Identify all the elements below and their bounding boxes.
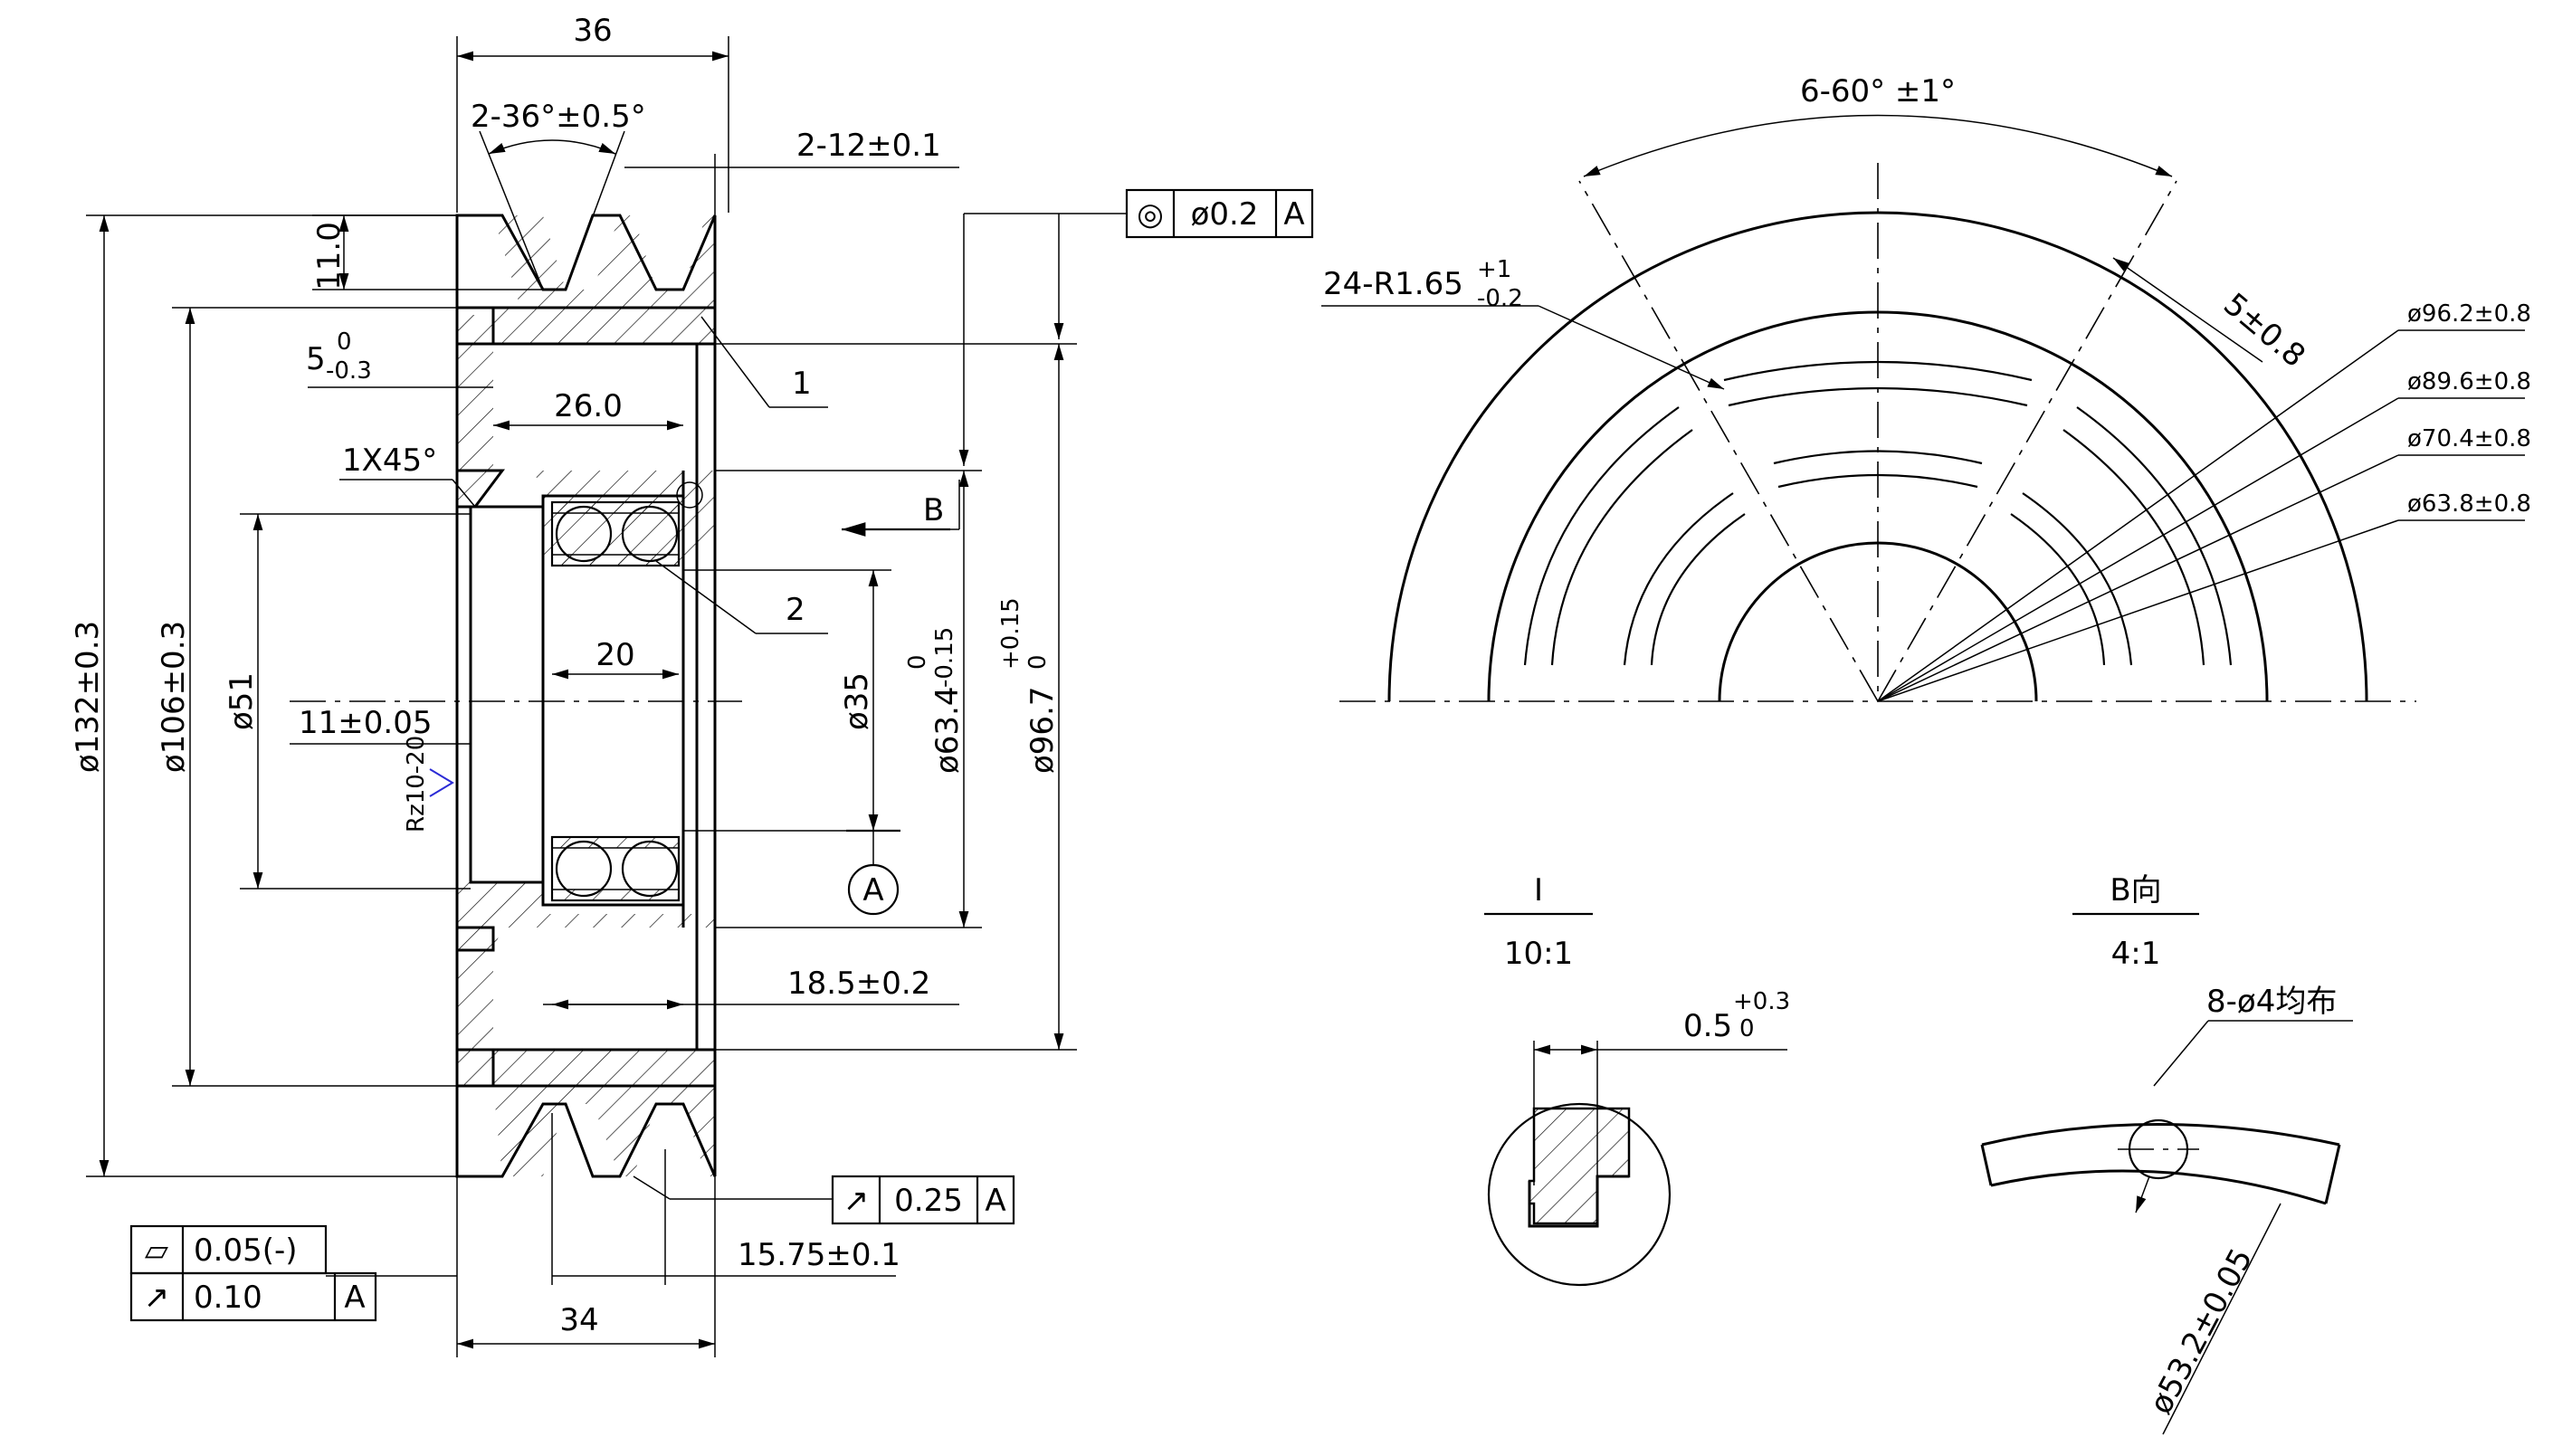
fcf-flatness-runout: ▱ 0.05(-) ↗ 0.10 A: [129, 1224, 377, 1322]
view-b-arc-inner: [1990, 1169, 2327, 1205]
view-b: B向 4:1 8-ø4均布 ø53.2±0.05: [1980, 872, 2353, 1435]
dim-recess-tol-low: -0.3: [326, 357, 372, 385]
dim-dia-51: ø51: [224, 672, 260, 730]
dim-dia-106: ø106±0.3: [156, 621, 192, 773]
dim-groove-width: 2-12±0.1: [796, 128, 941, 164]
svg-text:◎: ◎: [1137, 196, 1164, 233]
view-b-holes: 8-ø4均布: [2206, 984, 2337, 1020]
view-b-arc-outer: [1981, 1123, 2340, 1147]
dim-recess-tol-up: 0: [337, 328, 352, 356]
svg-text:0.25: 0.25: [894, 1183, 963, 1219]
detail-i-section: [1528, 1107, 1631, 1225]
dim-dia-96: ø96.7: [1024, 686, 1061, 774]
callout-2: 2: [786, 592, 805, 628]
callout-1: 1: [792, 366, 812, 402]
dim-slot-width: 5±0.8: [2216, 286, 2312, 375]
slot-outer-left: [1523, 406, 1680, 666]
dim-chamfer: 1X45°: [342, 443, 437, 479]
dim-dia-96-tol-up: +0.15: [997, 597, 1024, 670]
dim-radius-tol-up: +1: [1477, 256, 1511, 283]
dim-radius-tol-low: -0.2: [1477, 285, 1523, 312]
svg-text:▱: ▱: [145, 1232, 169, 1269]
dim-plate-89: ø89.6±0.8: [2407, 368, 2531, 395]
dim-dia-63-tol-low: -0.15: [931, 627, 958, 688]
dim-18: 18.5±0.2: [787, 966, 930, 1002]
svg-text:A: A: [985, 1183, 1005, 1219]
datum-a: [847, 863, 900, 916]
slot-inner-left: [1623, 492, 1734, 666]
svg-text:ø0.2: ø0.2: [1191, 196, 1259, 233]
slot-outer-right: [2076, 406, 2233, 666]
view-b-marker: B: [923, 492, 944, 528]
dim-groove-angle: 2-36°±0.5°: [471, 99, 646, 135]
dim-dia-96-tol-low: 0: [1024, 654, 1052, 670]
bearing-seat: [541, 494, 685, 907]
plate-ring-1: [1487, 310, 2269, 702]
fcf-runout: ↗ 0.25 A: [831, 1175, 1015, 1225]
svg-text:↗: ↗: [144, 1280, 170, 1316]
dim-dia-132: ø132±0.3: [70, 621, 106, 773]
svg-text:↗: ↗: [843, 1183, 870, 1219]
hatch-lower-left: [457, 950, 493, 1086]
dim-15: 15.75±0.1: [738, 1237, 900, 1273]
dim-plate-70: ø70.4±0.8: [2407, 425, 2531, 452]
slot-outer-top: [1723, 360, 2033, 382]
svg-text:A: A: [1283, 196, 1304, 233]
hatch-upper-rim: [493, 215, 715, 344]
detail-i-marker: [676, 481, 703, 509]
section-view: 36 2-36°±0.5° 2-12±0.1 11.0 5 0 -0.3 26.…: [70, 13, 1314, 1357]
detail-i-dim-tol-low: 0: [1739, 1015, 1755, 1042]
dim-bore-offset: 11±0.05: [299, 705, 432, 741]
dim-radius: 24-R1.65: [1323, 266, 1463, 302]
dim-angle: 6-60° ±1°: [1800, 73, 1956, 109]
plate-outer: [1387, 211, 2368, 702]
detail-i-dim-tol-up: +0.3: [1733, 988, 1790, 1015]
slot-inner-top: [1773, 450, 1983, 465]
view-b-label: B向: [2110, 872, 2161, 909]
dim-dia-35: ø35: [839, 672, 875, 730]
hatch-hub-lower: [457, 882, 715, 950]
plate-view: 6-60° ±1° 24-R1.65 +1 -0.2 5±0.8 ø96.2±0…: [1321, 73, 2531, 702]
detail-i-label: I: [1534, 872, 1543, 909]
detail-i-scale: 10:1: [1504, 936, 1573, 972]
dim-26: 26.0: [554, 388, 623, 424]
dim-plate-63: ø63.8±0.8: [2407, 490, 2531, 518]
detail-i-view: I 10:1 0.5 +0.3 0: [1484, 872, 1790, 1287]
dim-dia-63-tol-up: 0: [904, 654, 931, 670]
svg-text:0.05(-): 0.05(-): [194, 1232, 298, 1269]
svg-text:0.10: 0.10: [194, 1280, 262, 1316]
dim-dia-63: ø63.4: [929, 686, 966, 774]
view-b-dia: ø53.2±0.05: [2143, 1242, 2261, 1420]
bearing-upper: [550, 500, 681, 567]
detail-i-dim: 0.5: [1683, 1008, 1732, 1044]
dim-plate-96: ø96.2±0.8: [2407, 300, 2531, 328]
roughness-label: Rz10-20: [403, 736, 430, 833]
bore: [469, 505, 545, 884]
outer-contour: [455, 214, 717, 1178]
dim-groove-depth: 11.0: [311, 222, 348, 290]
dim-34: 34: [559, 1302, 598, 1338]
dim-recess: 5: [306, 341, 326, 377]
dim-bearing-width: 20: [595, 637, 634, 673]
roughness-symbol: [429, 768, 454, 797]
detail-i-circle: [1487, 1102, 1672, 1287]
view-b-scale: 4:1: [2111, 936, 2161, 972]
slot-inner-right: [2022, 492, 2133, 666]
dim-36: 36: [573, 13, 612, 49]
hatch-lower-rim: [493, 1050, 715, 1176]
svg-text:A: A: [862, 872, 883, 909]
svg-text:A: A: [344, 1280, 365, 1316]
fcf-concentricity: ◎ ø0.2 A: [1125, 188, 1314, 239]
plate-inner: [1718, 541, 2038, 702]
bearing-lower: [550, 835, 681, 902]
